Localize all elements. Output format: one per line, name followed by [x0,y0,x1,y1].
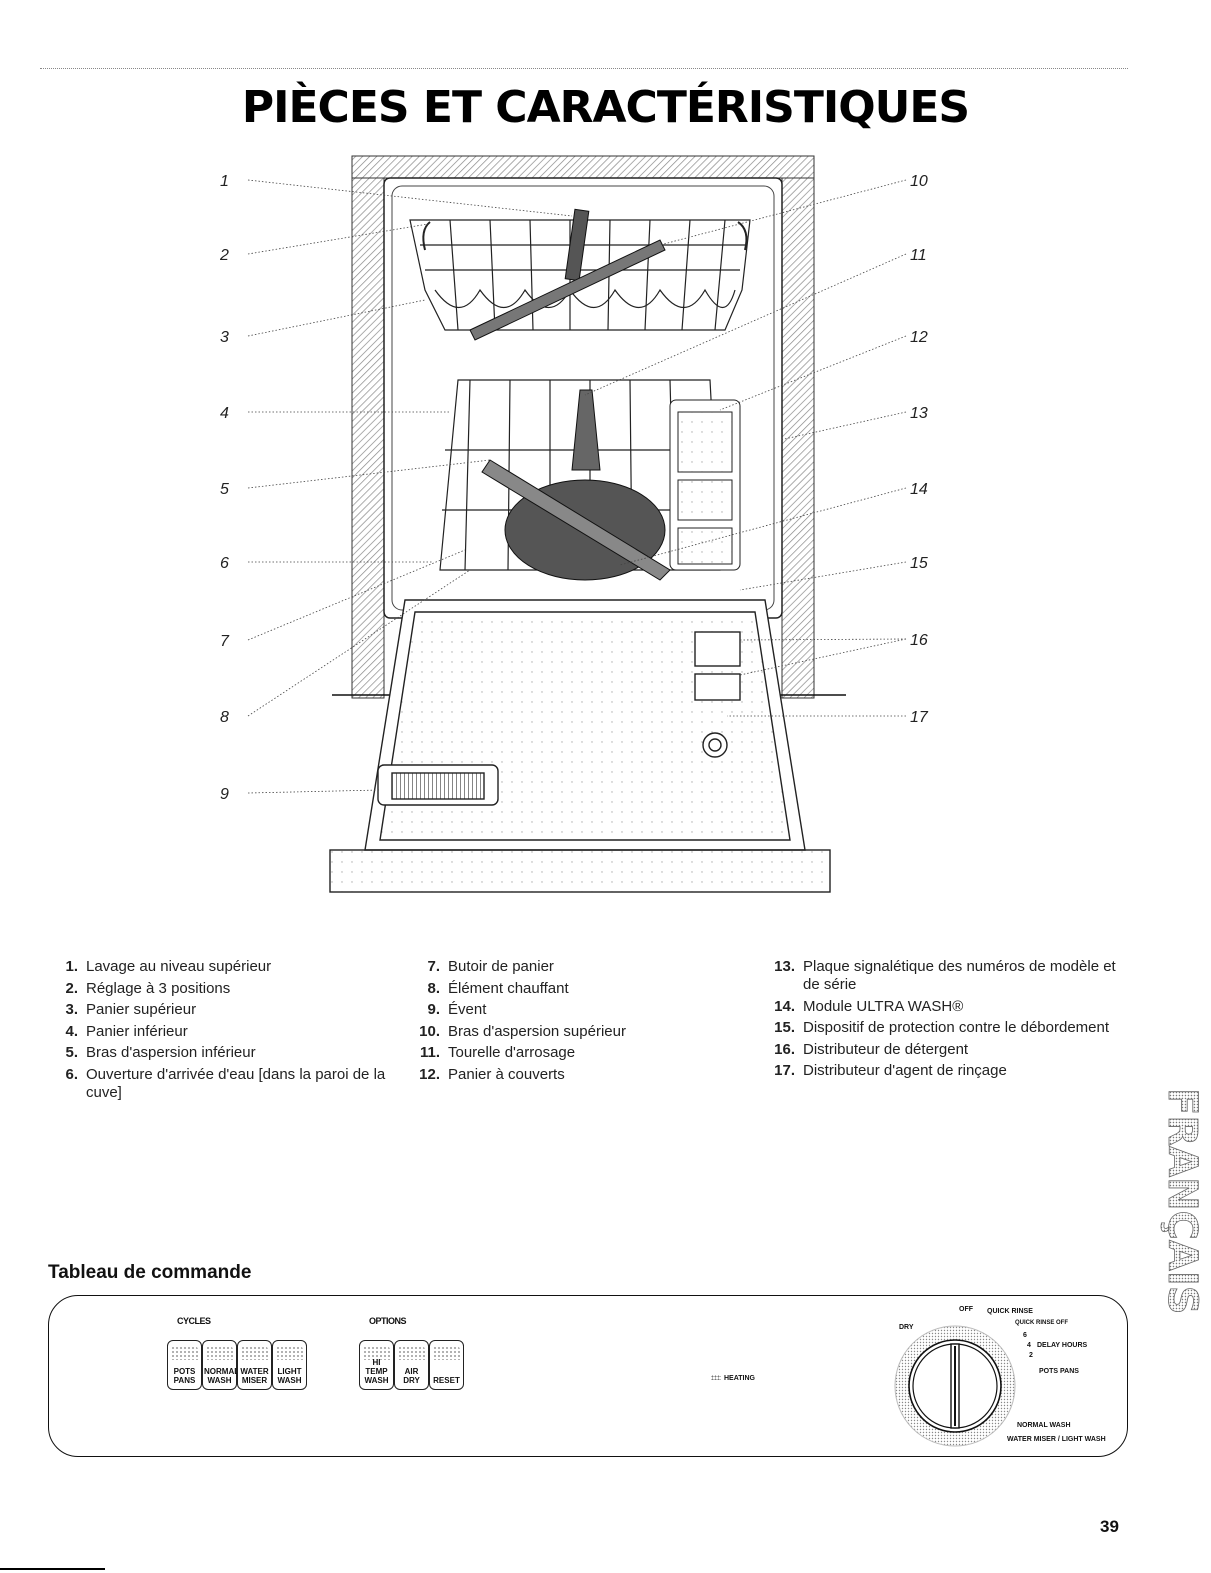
part-item: 7.Butoir de panier [427,958,554,975]
part-item: 10.Bras d'aspersion supérieur [419,1022,626,1040]
part-item: 11.Tourelle d'arrosage [419,1044,576,1061]
options-label: OPTIONS [369,1316,407,1326]
part-item: 13.Plaque signalétique des numéros de mo… [774,958,1116,993]
heating-light-icon [711,1375,721,1380]
callout-9: 9 [220,786,229,803]
callout-11: 11 [910,247,927,264]
cycle-button-light-wash[interactable]: LIGHT WASH [272,1340,307,1390]
part-item: 6.Ouverture d'arrivée d'eau [dans la par… [65,1065,386,1101]
cycle-dial[interactable] [889,1314,1019,1452]
callouts-left: 1 2 3 4 5 6 7 8 9 [220,173,230,803]
dial-quick-rinse-label: QUICK RINSE [987,1308,1033,1315]
page-number: 39 [1100,1517,1119,1536]
part-item: 5.Bras d'aspersion inférieur [65,1044,256,1061]
cabinet-frame [332,155,846,699]
dial-delay-hours-label: DELAY HOURS [1037,1342,1088,1349]
page-title: PIÈCES ET CARACTÉRISTIQUES [241,82,970,133]
callout-7: 7 [220,633,230,650]
callout-15: 15 [910,555,928,572]
callout-13: 13 [910,405,928,422]
side-tab-label: FRANÇAIS [1159,1088,1205,1315]
control-panel: CYCLES POTS PANS NORMAL WASH WATER MISER… [48,1295,1128,1457]
cycle-button-water-miser[interactable]: WATER MISER [237,1340,272,1390]
dishwasher-diagram: 1 2 3 4 5 6 7 8 9 10 11 12 13 14 15 16 1… [220,155,929,893]
part-item: 14.Module ULTRA WASH® [774,997,964,1015]
callout-17: 17 [910,709,929,726]
callout-16: 16 [910,632,928,649]
part-item: 3.Panier supérieur [65,1001,197,1018]
language-side-tab: FRANÇAIS [1159,1088,1206,1315]
callout-4: 4 [220,405,229,422]
callout-1: 1 [220,173,229,190]
option-button-hi-temp-wash[interactable]: HI TEMP WASH [359,1340,394,1390]
part-item: 17.Distributeur d'agent de rinçage [774,1062,1007,1079]
part-item: 12.Panier à couverts [419,1065,565,1083]
callout-8: 8 [220,709,229,726]
callouts-right: 10 11 12 13 14 15 16 17 [910,173,929,726]
heating-indicator: HEATING [711,1375,755,1382]
upper-spray-arm [469,208,666,341]
control-panel-title: Tableau de commande [48,1262,252,1283]
callout-6: 6 [220,555,229,572]
cycle-button-pots-pans[interactable]: POTS PANS [167,1340,202,1390]
parts-list-column-3: 13.Plaque signalétique des numéros de mo… [765,958,1125,1084]
part-item: 8.Élément chauffant [427,979,569,997]
dial-delay-2: 2 [1029,1352,1033,1359]
upper-rack [409,219,751,331]
callout-12: 12 [910,329,928,346]
dial-normal-wash-label: NORMAL WASH [1017,1422,1071,1429]
silverware-basket [669,399,741,571]
bottom-rule [0,1568,105,1570]
cycle-button-normal-wash[interactable]: NORMAL WASH [202,1340,239,1390]
part-item: 4.Panier inférieur [65,1022,188,1040]
leader-lines [247,179,907,794]
dial-pots-pans-label: POTS PANS [1039,1368,1079,1375]
dial-delay-6: 6 [1023,1332,1027,1339]
dial-off-label: OFF [959,1306,973,1313]
door [329,599,831,893]
callout-5: 5 [220,481,229,498]
callout-3: 3 [220,329,229,346]
part-item: 1.Lavage au niveau supérieur [65,958,272,975]
reset-button[interactable]: RESET [429,1340,464,1390]
dial-delay-4: 4 [1027,1342,1031,1349]
lower-spray-arm [481,389,671,581]
parts-list-column-1: 1.Lavage au niveau supérieur 2.Réglage à… [48,958,408,1105]
part-item: 9.Évent [427,1001,487,1018]
callout-2: 2 [220,247,229,264]
dial-dry-label: DRY [899,1324,914,1331]
dial-water-miser-light-wash-label: WATER MISER / LIGHT WASH [1007,1436,1106,1443]
parts-list-column-2: 7.Butoir de panier 8.Élément chauffant 9… [410,958,740,1087]
part-item: 16.Distributeur de détergent [774,1040,969,1058]
dial-quick-rinse-off-label: QUICK RINSE OFF [1015,1320,1069,1326]
callout-10: 10 [910,173,928,190]
part-item: 15.Dispositif de protection contre le dé… [774,1019,1110,1036]
part-item: 2.Réglage à 3 positions [65,979,231,997]
option-button-air-dry[interactable]: AIR DRY [394,1340,429,1390]
cycles-label: CYCLES [177,1316,211,1326]
top-dotted-rule [40,68,1128,69]
callout-14: 14 [910,481,928,498]
